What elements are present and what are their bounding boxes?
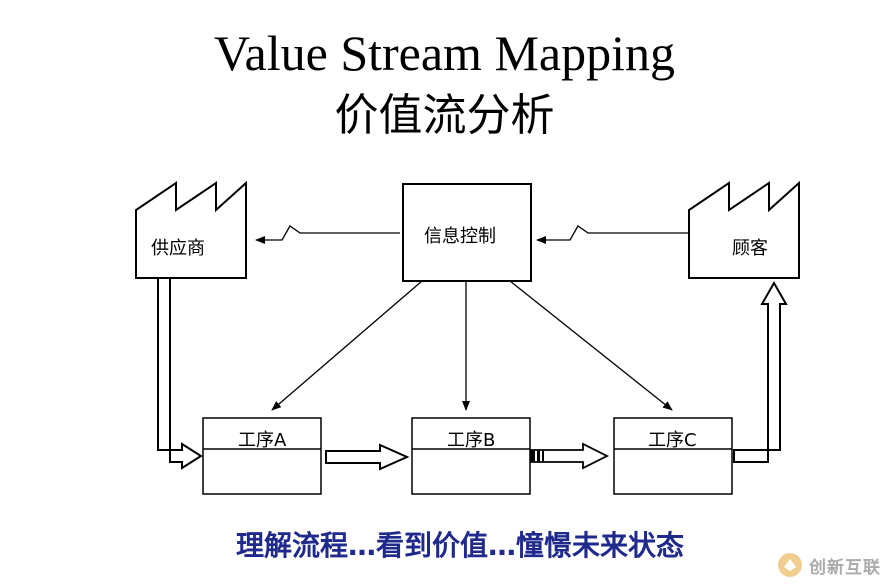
diagram-title-english: Value Stream Mapping	[213, 25, 675, 81]
process-c-box	[613, 417, 733, 495]
push-arrow-a-to-b	[325, 443, 410, 471]
process-a-label: 工序A	[238, 430, 287, 451]
diagram-title-chinese: 价值流分析	[334, 90, 555, 141]
info-control-box	[402, 183, 532, 282]
process-a-box	[202, 417, 322, 495]
customer-factory-icon	[688, 180, 800, 279]
supplier-factory-icon	[135, 180, 247, 279]
info-control-label: 信息控制	[424, 226, 496, 247]
diagram-caption: 理解流程…看到价值…憧憬未来状态	[235, 529, 684, 562]
process-b-label: 工序B	[447, 430, 496, 451]
material-flow-arrow-supplier-to-a	[157, 277, 203, 470]
process-c-label: 工序C	[648, 430, 697, 451]
electronic-info-arrow-from-customer	[536, 225, 688, 244]
process-b-box	[411, 417, 531, 495]
push-arrow-b-to-c	[530, 442, 610, 470]
watermark-logo-icon	[778, 553, 802, 577]
watermark: 创新互联	[777, 552, 881, 578]
customer-label: 顾客	[732, 238, 768, 259]
electronic-info-arrow-to-supplier	[255, 225, 400, 244]
watermark-text: 创新互联	[809, 557, 881, 578]
shipment-arrow-c-to-customer	[733, 280, 788, 463]
schedule-arrow-to-process-a	[271, 280, 423, 411]
schedule-arrow-to-process-c	[509, 280, 673, 411]
supplier-label: 供应商	[151, 238, 205, 259]
